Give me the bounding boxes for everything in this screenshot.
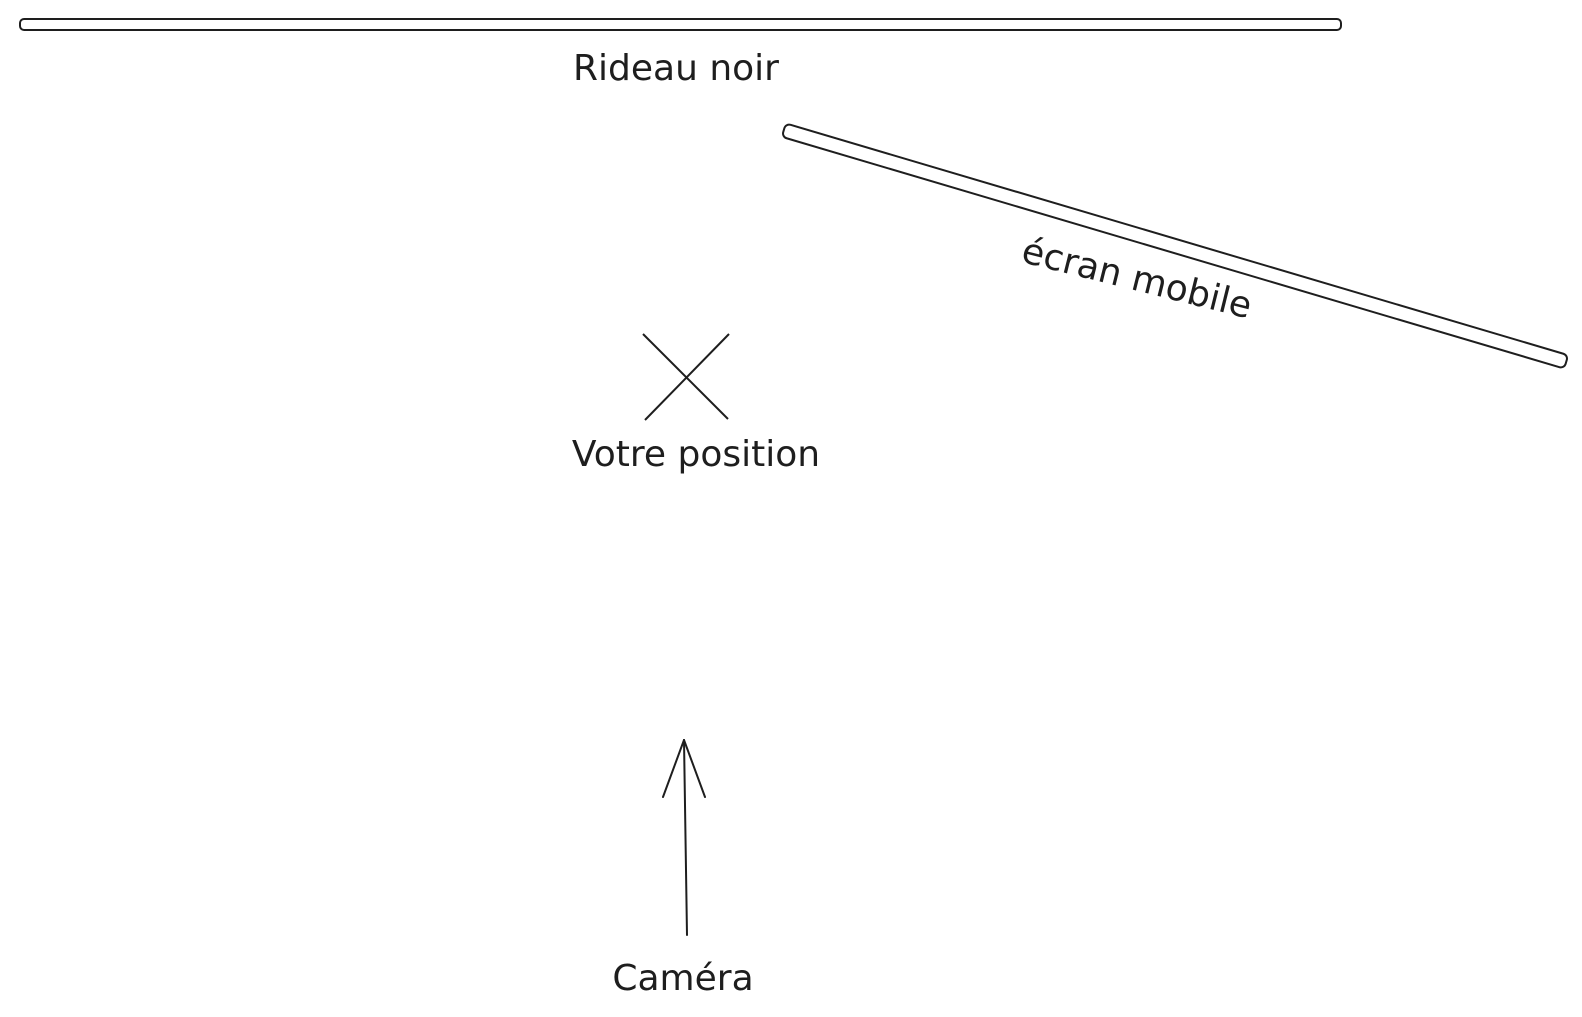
curtain-group: Rideau noir <box>19 18 1342 89</box>
camera-group: Caméra <box>612 739 754 999</box>
curtain-label: Rideau noir <box>573 48 779 89</box>
camera-label: Caméra <box>612 958 753 999</box>
position-label: Votre position <box>572 434 820 475</box>
x-mark-icon <box>642 333 730 421</box>
mobile-screen-group: écran mobile <box>782 123 1568 369</box>
arrow-up-icon <box>662 739 706 936</box>
curtain-bar <box>19 18 1342 31</box>
mobile-screen-bar <box>782 123 1568 369</box>
mobile-screen-label: écran mobile <box>1018 231 1256 328</box>
position-group: Votre position <box>572 333 820 475</box>
